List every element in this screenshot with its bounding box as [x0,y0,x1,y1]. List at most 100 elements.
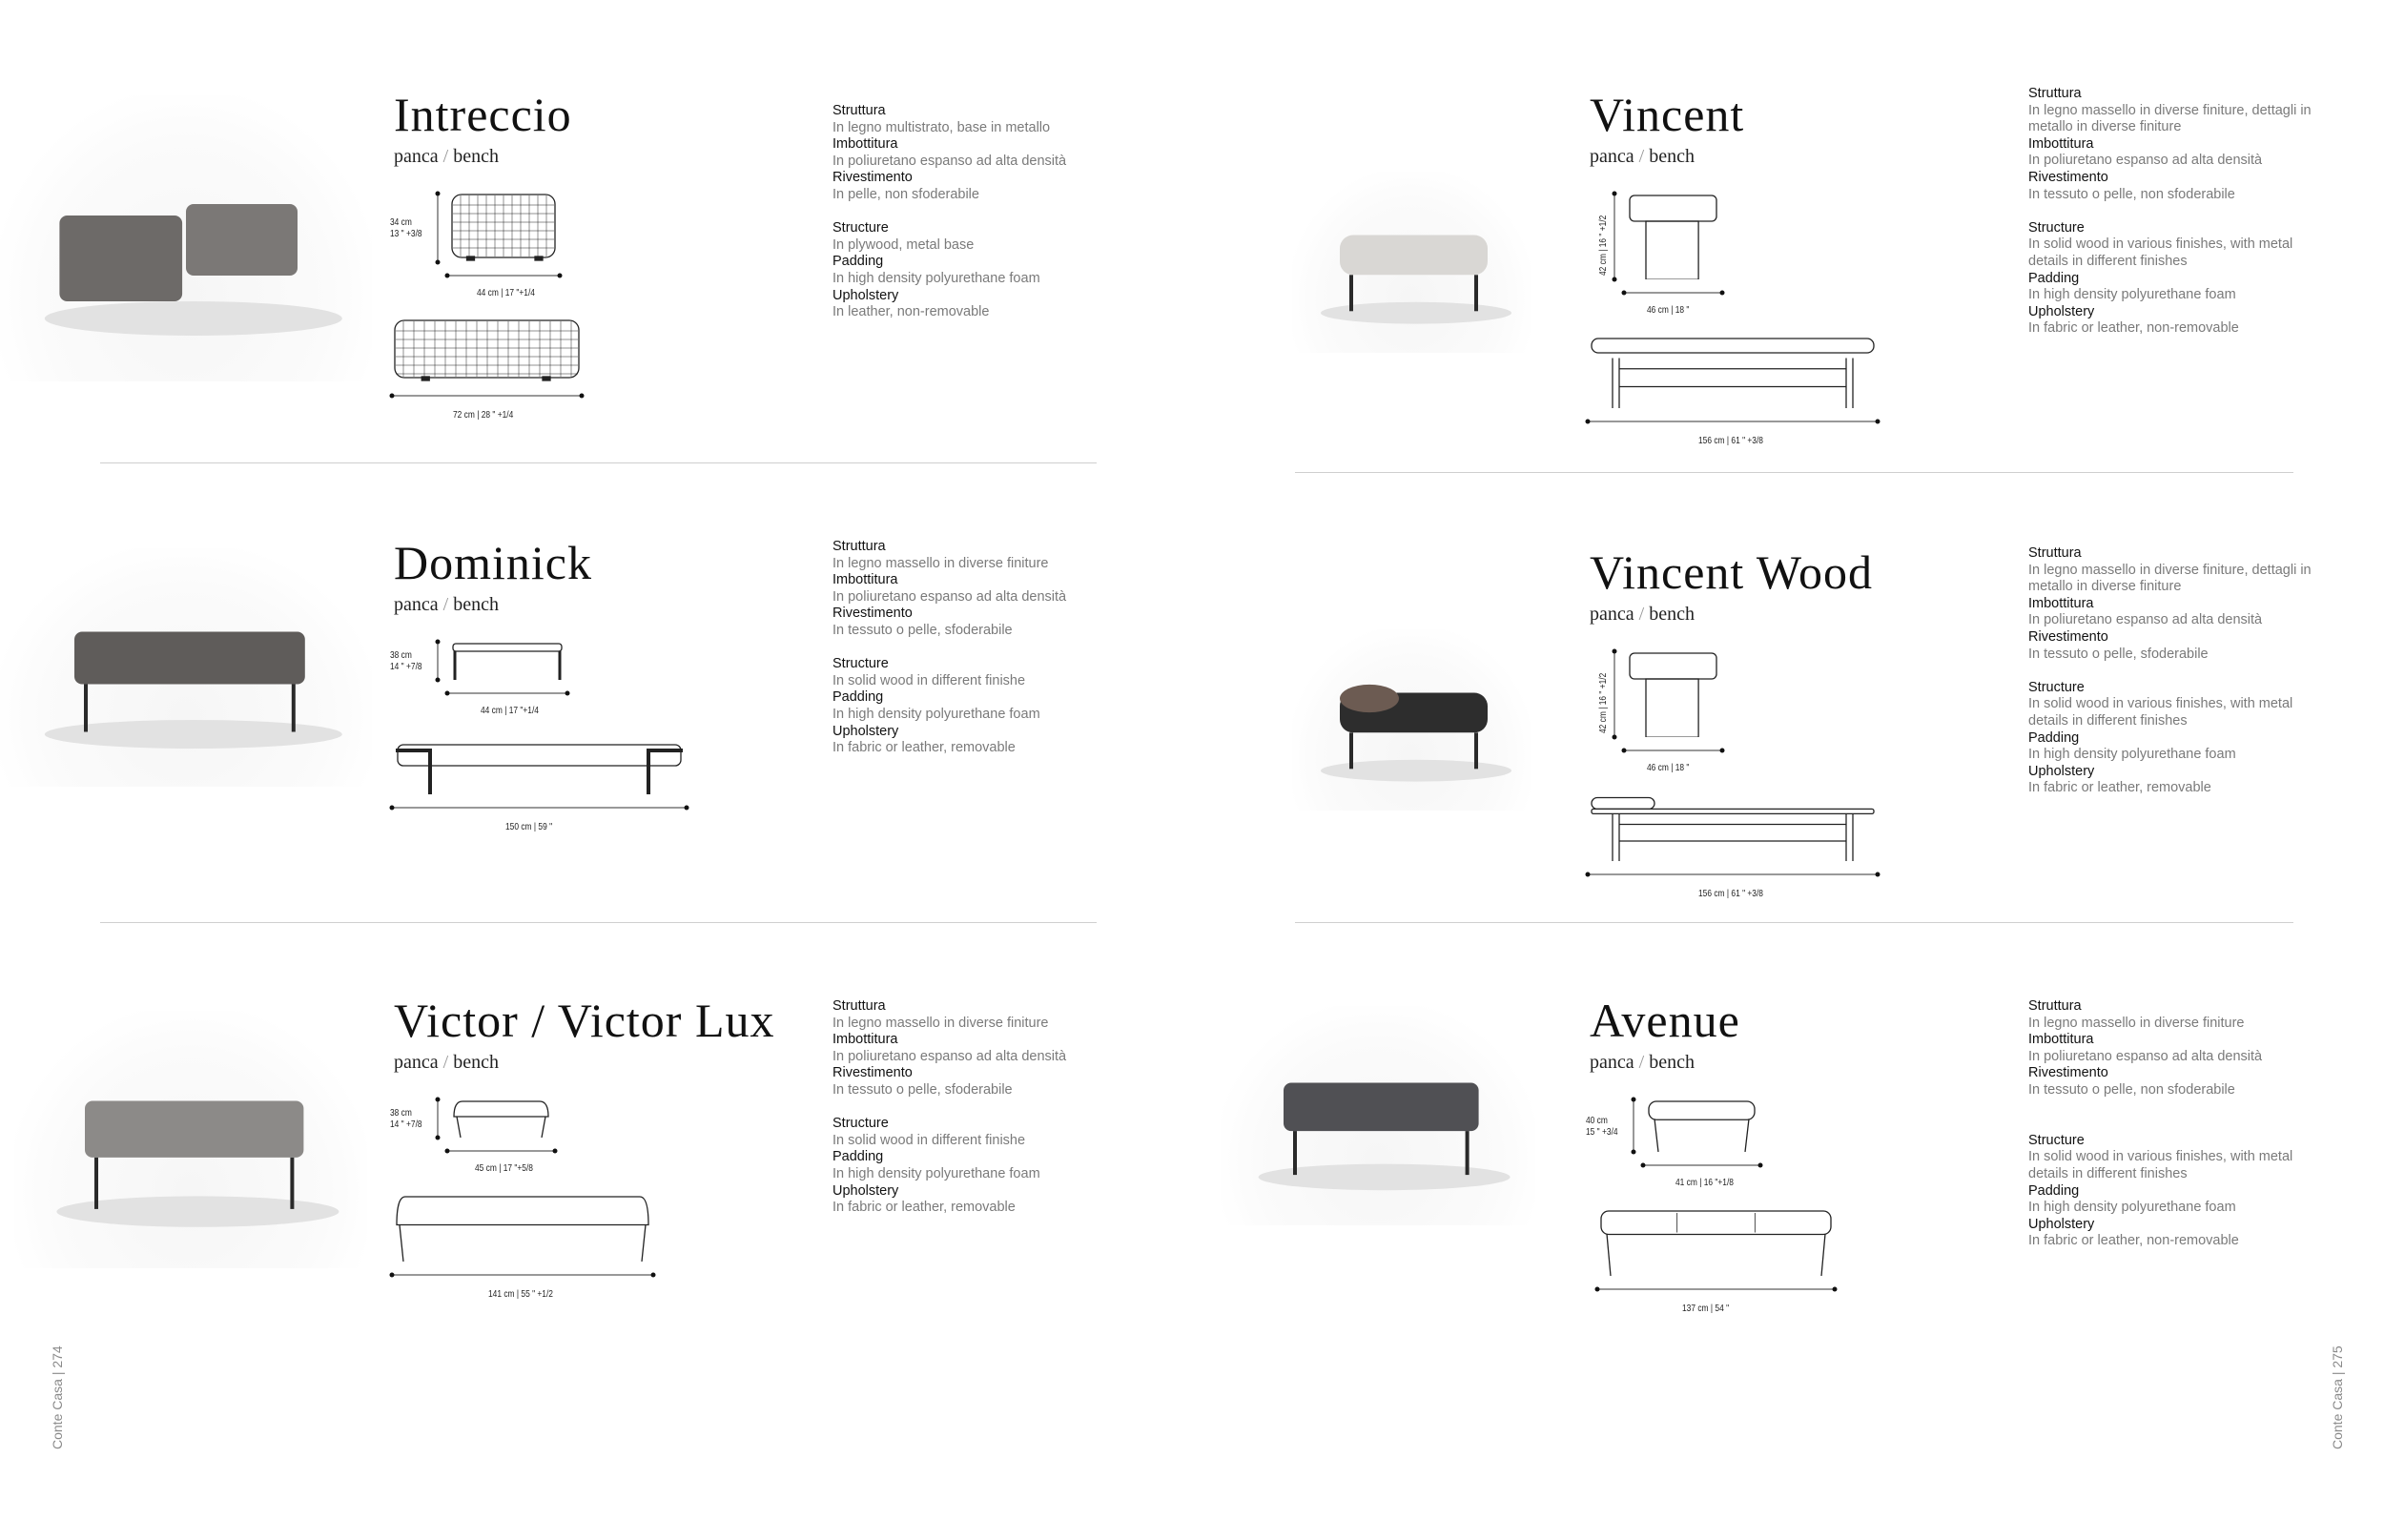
spec-label: Padding [2028,729,2080,746]
spec-value: In high density polyurethane foam [2028,1200,2236,1216]
spec-value: In poliuretano espanso ad alta densità [2028,1048,2263,1064]
dimension-line [1585,872,1880,877]
spec-value: In high density polyurethane foam [832,270,1040,286]
bench-photo-icon [44,204,342,336]
dimension-line [435,191,441,265]
subtitle-separator: / [438,146,454,167]
side-width-label: 44 cm | 17 "+1/4 [481,705,539,716]
spec-value: In poliuretano espanso ad alta densità [2028,153,2263,169]
front-view-drawing [1600,1210,1832,1276]
spec-label: Struttura [832,998,886,1014]
spec-label: Struttura [832,103,886,118]
product-photo [1292,629,1531,811]
spec-value: In legno massello in diverse finiture, d… [2028,562,2312,595]
spacer [2028,1116,2314,1133]
product-title: Vincent [1590,88,1745,141]
bench-photo-icon [1321,684,1511,782]
subtitle-it: panca [1590,1052,1634,1073]
spec-label: Rivestimento [2028,1065,2108,1081]
product-title: Avenue [1590,994,1740,1047]
product-photo [1292,172,1531,353]
spec-value: In plywood, metal base [832,236,975,253]
dimension-line [389,1272,656,1278]
front-width-label: 72 cm | 28 " +1/4 [452,409,513,421]
dimension-line [389,805,689,811]
spec-label: Imbottitura [2028,595,2094,611]
side-view-drawing [452,643,563,680]
spec-label: Upholstery [2028,1216,2095,1232]
spec-label: Struttura [2028,545,2082,561]
spec-value: In poliuretano espanso ad alta densità [832,1048,1067,1064]
product-photo [0,95,372,381]
spec-label: Padding [2028,270,2080,286]
spec-value: In pelle, non sfoderabile [832,186,979,202]
subtitle-separator: / [438,1052,454,1073]
product-title: Vincent Wood [1590,545,1874,599]
spec-value: In tessuto o pelle, sfoderabile [2028,646,2209,662]
spacer [832,1099,1119,1117]
spec-label: Imbottitura [832,572,898,588]
spec-label: Padding [832,1149,884,1165]
side-width-label: 41 cm | 16 "+1/8 [1675,1177,1734,1188]
dimension-line [435,1097,441,1140]
spec-value: In legno massello in diverse finiture [832,555,1049,571]
dimension-line [1640,1162,1763,1168]
product-title: Dominick [394,536,592,589]
spacer [832,204,1119,221]
subtitle-separator: / [1634,1052,1650,1073]
subtitle-en: bench [453,594,499,615]
front-width-label: 137 cm | 54 " [1681,1303,1729,1314]
dimension-line [1621,748,1725,753]
spec-label: Upholstery [2028,763,2095,779]
front-view-drawing [1591,338,1875,408]
side-view-drawing [1629,195,1717,279]
product-photo [14,1011,367,1268]
product-subtitle: panca / bench [394,594,499,616]
dimension-line [444,273,563,278]
front-view-drawing [396,1196,649,1262]
spec-label: Struttura [832,539,886,554]
spec-label: Upholstery [832,1182,899,1199]
subtitle-en: bench [453,146,499,167]
subtitle-separator: / [1634,604,1650,625]
product-subtitle: panca / bench [1590,146,1695,168]
side-height-label: 42 cm | 16 " +1/2 [1597,215,1609,276]
side-height-line: 15 " +3/4 [1586,1125,1618,1138]
spec-label: Rivestimento [2028,169,2108,185]
subtitle-it: panca [394,146,439,167]
spec-value: In solid wood in various finishes, with … [2028,1149,2293,1181]
spec-label: Upholstery [832,723,899,739]
spec-value: In leather, non-removable [832,304,990,320]
bench-photo-icon [1258,1082,1511,1191]
spec-value: In high density polyurethane foam [2028,287,2236,303]
spec-label: Imbottitura [2028,135,2094,152]
front-view-drawing [394,319,580,381]
spec-label: Imbottitura [832,1032,898,1048]
spec-label: Rivestimento [832,606,913,622]
dimension-line [1631,1097,1636,1155]
spec-value: In high density polyurethane foam [832,1165,1040,1181]
spec-value: In solid wood in different finishe [832,1132,1026,1148]
divider [1295,472,2293,473]
spec-label: Structure [832,220,889,236]
spec-value: In poliuretano espanso ad alta densità [2028,612,2263,628]
spec-label: Padding [832,254,884,270]
dimension-line [435,639,441,683]
dimension-line [1585,419,1880,424]
product-subtitle: panca / bench [1590,604,1695,626]
spec-label: Structure [832,1116,889,1132]
subtitle-en: bench [453,1052,499,1073]
side-height-line: 38 cm [390,1107,412,1119]
spec-value: In fabric or leather, non-removable [2028,1233,2239,1249]
spec-label: Imbottitura [2028,1032,2094,1048]
product-subtitle: panca / bench [1590,1052,1695,1074]
spacer [2028,663,2314,680]
subtitle-separator: / [1634,146,1650,167]
